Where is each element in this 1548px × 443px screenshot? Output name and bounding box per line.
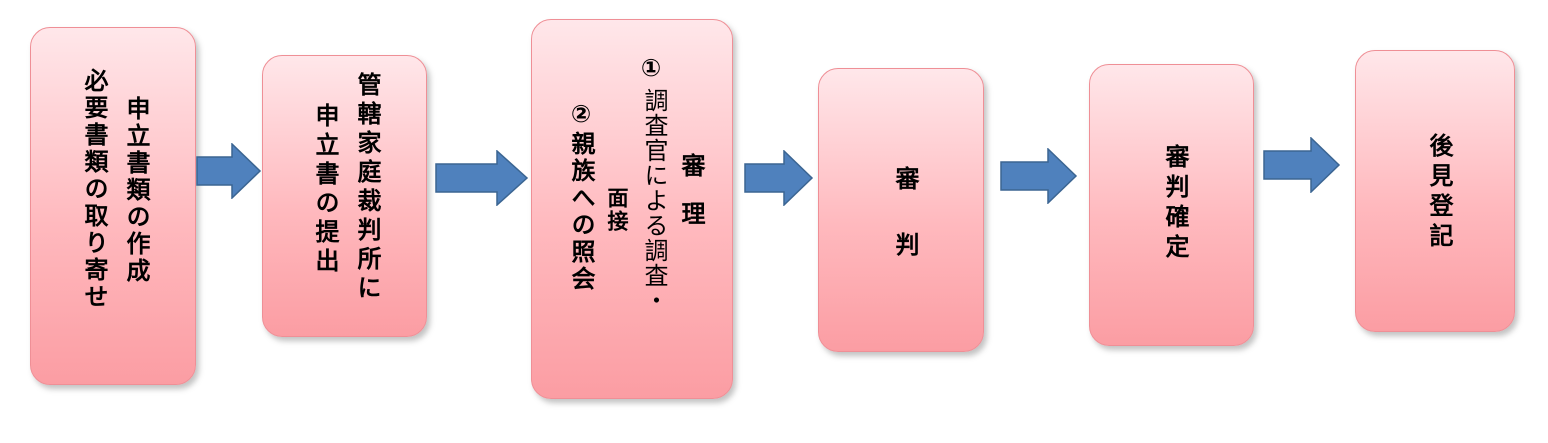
step-submit-line-2: 申立書の提出 bbox=[311, 103, 339, 277]
step-prepare-documents bbox=[30, 27, 196, 385]
step-judgment bbox=[818, 68, 984, 352]
review-item2: ②親族への照会 bbox=[567, 100, 595, 293]
step-prepare-line-2: 必要書類の取り寄せ bbox=[80, 68, 108, 311]
step-submit-line-1: 管轄家庭裁判所に bbox=[353, 72, 381, 304]
arrow-right-icon bbox=[1000, 148, 1078, 204]
step-register-text: 後見登記 bbox=[1425, 133, 1453, 253]
step-finalize-judgment bbox=[1089, 64, 1254, 346]
step-submit-application bbox=[262, 55, 427, 337]
review-item1-text: 調査官による調査・ bbox=[640, 88, 668, 313]
step-review bbox=[531, 19, 733, 399]
arrow-right-icon bbox=[744, 150, 814, 206]
arrow-right-icon bbox=[435, 150, 529, 206]
step-prepare-line-1: 申立書類の作成 bbox=[122, 96, 150, 285]
step-judgment-text-2: 判 bbox=[891, 232, 919, 256]
review-title: 審 理 bbox=[677, 153, 705, 225]
arrow-right-icon bbox=[196, 143, 262, 199]
review-item1-marker: ① bbox=[637, 54, 665, 82]
arrow-right-icon bbox=[1263, 137, 1341, 193]
step-finalize-text: 審判確定 bbox=[1161, 144, 1189, 264]
step-judgment-text: 審 bbox=[891, 166, 919, 190]
review-interview-label: 面接 bbox=[605, 187, 629, 233]
step-guardianship-registration bbox=[1355, 50, 1515, 332]
